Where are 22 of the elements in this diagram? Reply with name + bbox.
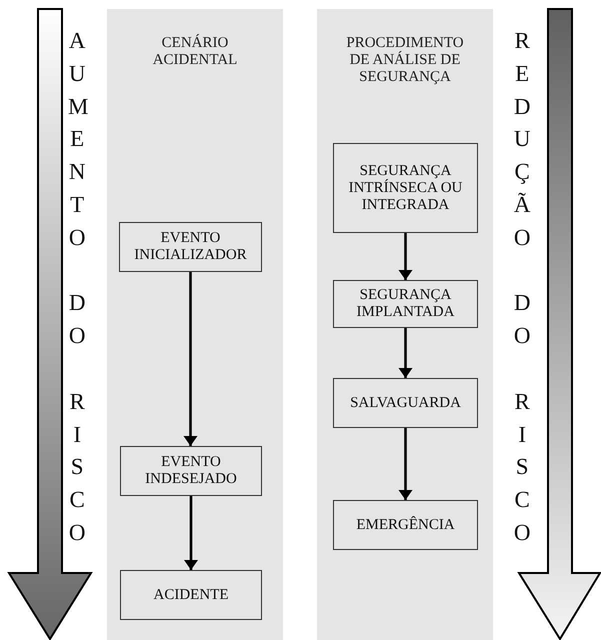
vertical-label: RISCO	[68, 388, 86, 547]
vertical-label: DO	[68, 289, 86, 350]
arrow	[398, 233, 412, 280]
arrow	[398, 328, 412, 378]
process-box: SALVAGUARDA	[333, 378, 478, 428]
vertical-label: DO	[513, 289, 532, 350]
process-box: EVENTO INICIALIZADOR	[119, 222, 262, 272]
vertical-label: AUMENTO	[68, 27, 86, 252]
column-heading: PROCEDIMENTO DE ANÁLISE DE SEGURANÇA	[345, 35, 465, 86]
column-panel	[107, 9, 283, 640]
column-panel	[317, 9, 493, 640]
arrow	[398, 428, 412, 500]
process-box: ACIDENTE	[120, 570, 262, 620]
process-box: EMERGÊNCIA	[333, 500, 478, 550]
arrow	[184, 272, 198, 446]
arrow	[184, 496, 198, 570]
process-box: EVENTO INDESEJADO	[120, 446, 262, 496]
column-heading: CENÁRIO ACIDENTAL	[152, 35, 238, 69]
process-box: SEGURANÇA IMPLANTADA	[333, 280, 478, 328]
process-box: SEGURANÇA INTRÍNSECA OU INTEGRADA	[333, 143, 478, 233]
vertical-label: RISCO	[513, 388, 532, 547]
vertical-label: REDUÇÃO	[513, 27, 532, 252]
